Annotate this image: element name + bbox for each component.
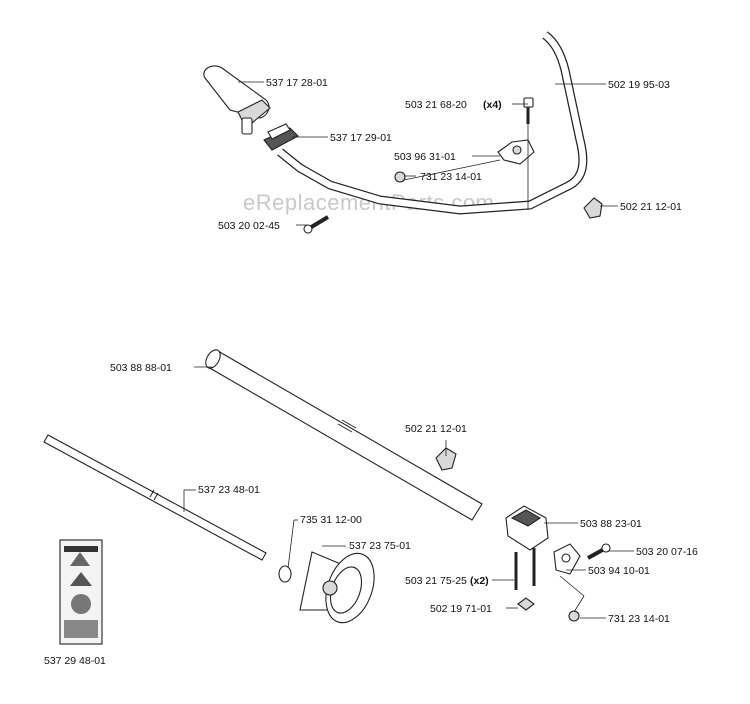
grip-part <box>203 65 271 135</box>
nut-bottom-part <box>568 610 580 622</box>
decal-part <box>59 539 103 645</box>
label-knob-top: 502 21 12-01 <box>620 201 682 213</box>
label-bracket: 503 88 23-01 <box>580 518 642 530</box>
label-drive-shaft: 537 23 48-01 <box>198 484 260 496</box>
bolt-bracket-part <box>587 543 611 560</box>
screw-x4-part <box>523 97 534 124</box>
knob-top-part <box>583 197 603 219</box>
label-screw-x2-qty: (x2) <box>470 575 489 587</box>
knob-mid-part <box>435 447 457 471</box>
label-screw-x4: 503 21 68-20 <box>405 99 467 111</box>
clamp-top-part <box>497 139 535 165</box>
label-screw-x2: 503 21 75-25 <box>405 575 467 587</box>
label-clutch-drum: 537 23 75-01 <box>349 540 411 552</box>
label-knob-mid: 502 21 12-01 <box>405 423 467 435</box>
label-nut-bottom: 731 23 14-01 <box>608 613 670 625</box>
label-nut-top: 731 23 14-01 <box>420 171 482 183</box>
screw-x2-part <box>514 548 536 590</box>
bottom-leaders <box>183 366 634 619</box>
label-circlip: 735 31 12-00 <box>300 514 362 526</box>
nut-top-part <box>394 171 406 183</box>
bracket-part <box>505 505 549 551</box>
label-bolt-bracket: 503 20 07-16 <box>636 546 698 558</box>
label-grip-clamp: 537 17 29-01 <box>330 132 392 144</box>
label-plate: 503 94 10-01 <box>588 565 650 577</box>
label-tube: 503 88 88-01 <box>110 362 172 374</box>
label-handle-bar: 502 19 95-03 <box>608 79 670 91</box>
bolt-top-part <box>303 215 330 234</box>
label-clamp-top: 503 96 31-01 <box>394 151 456 163</box>
drive-shaft-part <box>43 434 267 561</box>
label-grip: 537 17 28-01 <box>266 77 328 89</box>
handle-bar-part <box>277 31 588 215</box>
label-screw-x4-qty: (x4) <box>483 99 502 111</box>
tube-part <box>205 349 483 521</box>
circlip-part <box>278 565 292 583</box>
top-leaders <box>238 81 618 226</box>
grip-clamp-part <box>263 123 299 151</box>
label-washer: 502 19 71-01 <box>430 603 492 615</box>
label-decal: 537 29 48-01 <box>44 655 106 667</box>
washer-part <box>517 597 535 611</box>
plate-part <box>553 543 581 575</box>
label-bolt-top: 503 20 02-45 <box>218 220 280 232</box>
clutch-drum-part <box>299 551 375 624</box>
